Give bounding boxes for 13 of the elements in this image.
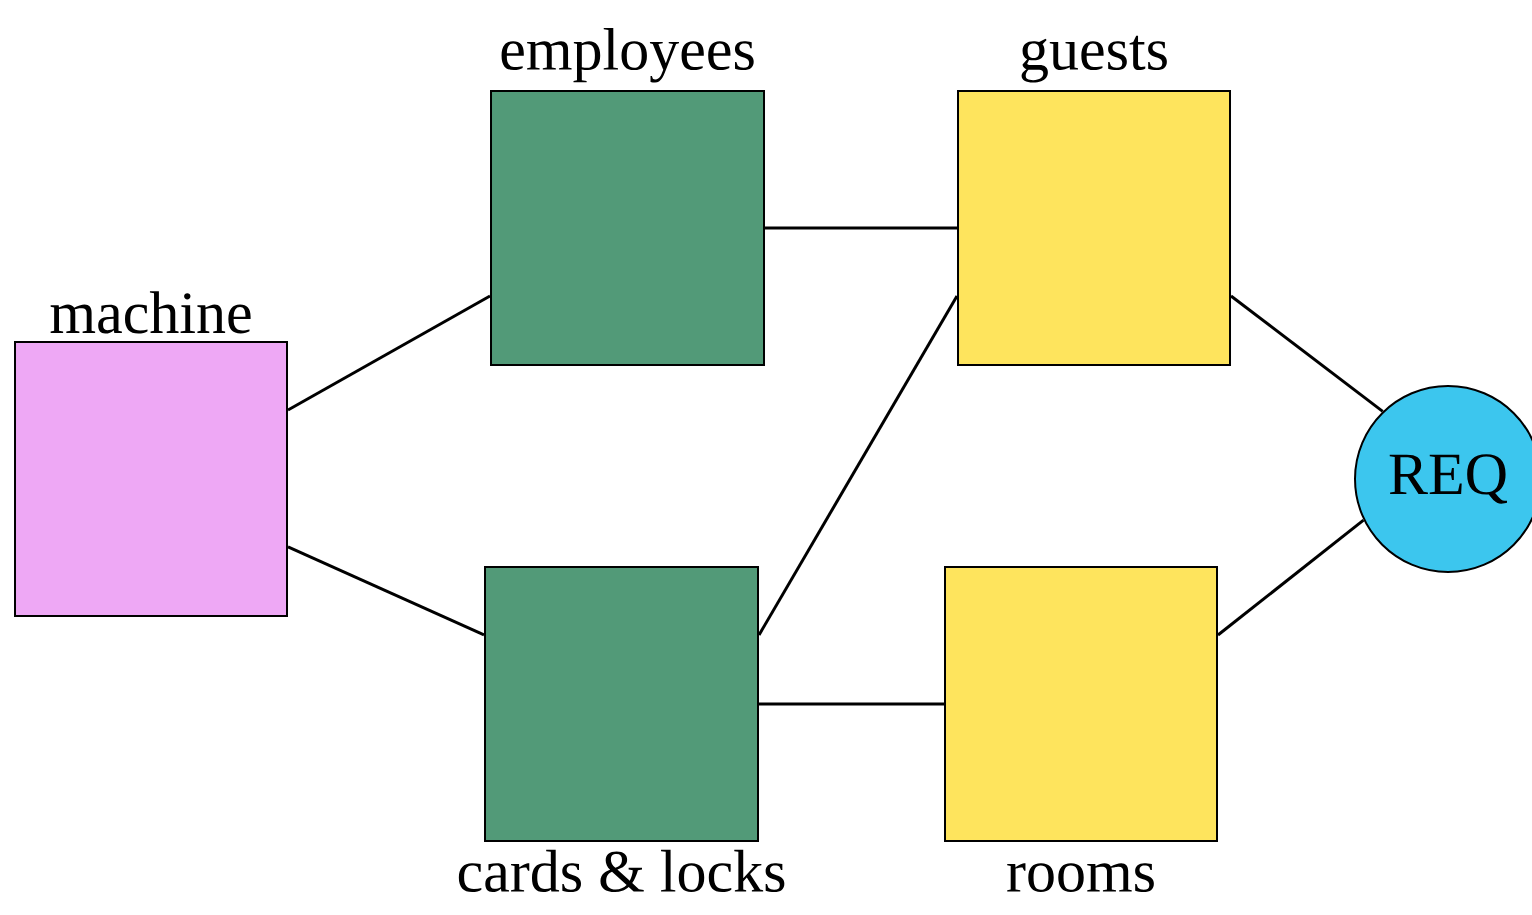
connector-line	[287, 545, 485, 637]
connector-line	[759, 702, 944, 706]
box-heading: employees	[501, 27, 754, 83]
box-heading: cards & locks	[458, 849, 785, 893]
box-heading: rooms	[1007, 863, 1154, 893]
connector-line	[1217, 519, 1365, 637]
connector-line	[757, 295, 959, 636]
box-heading: guests	[1021, 35, 1167, 83]
connector-line	[765, 226, 957, 230]
circle-node: REQ	[1354, 385, 1532, 573]
connector-line	[287, 294, 491, 412]
connector-line	[1230, 294, 1384, 413]
box-heading: machine	[50, 291, 251, 334]
